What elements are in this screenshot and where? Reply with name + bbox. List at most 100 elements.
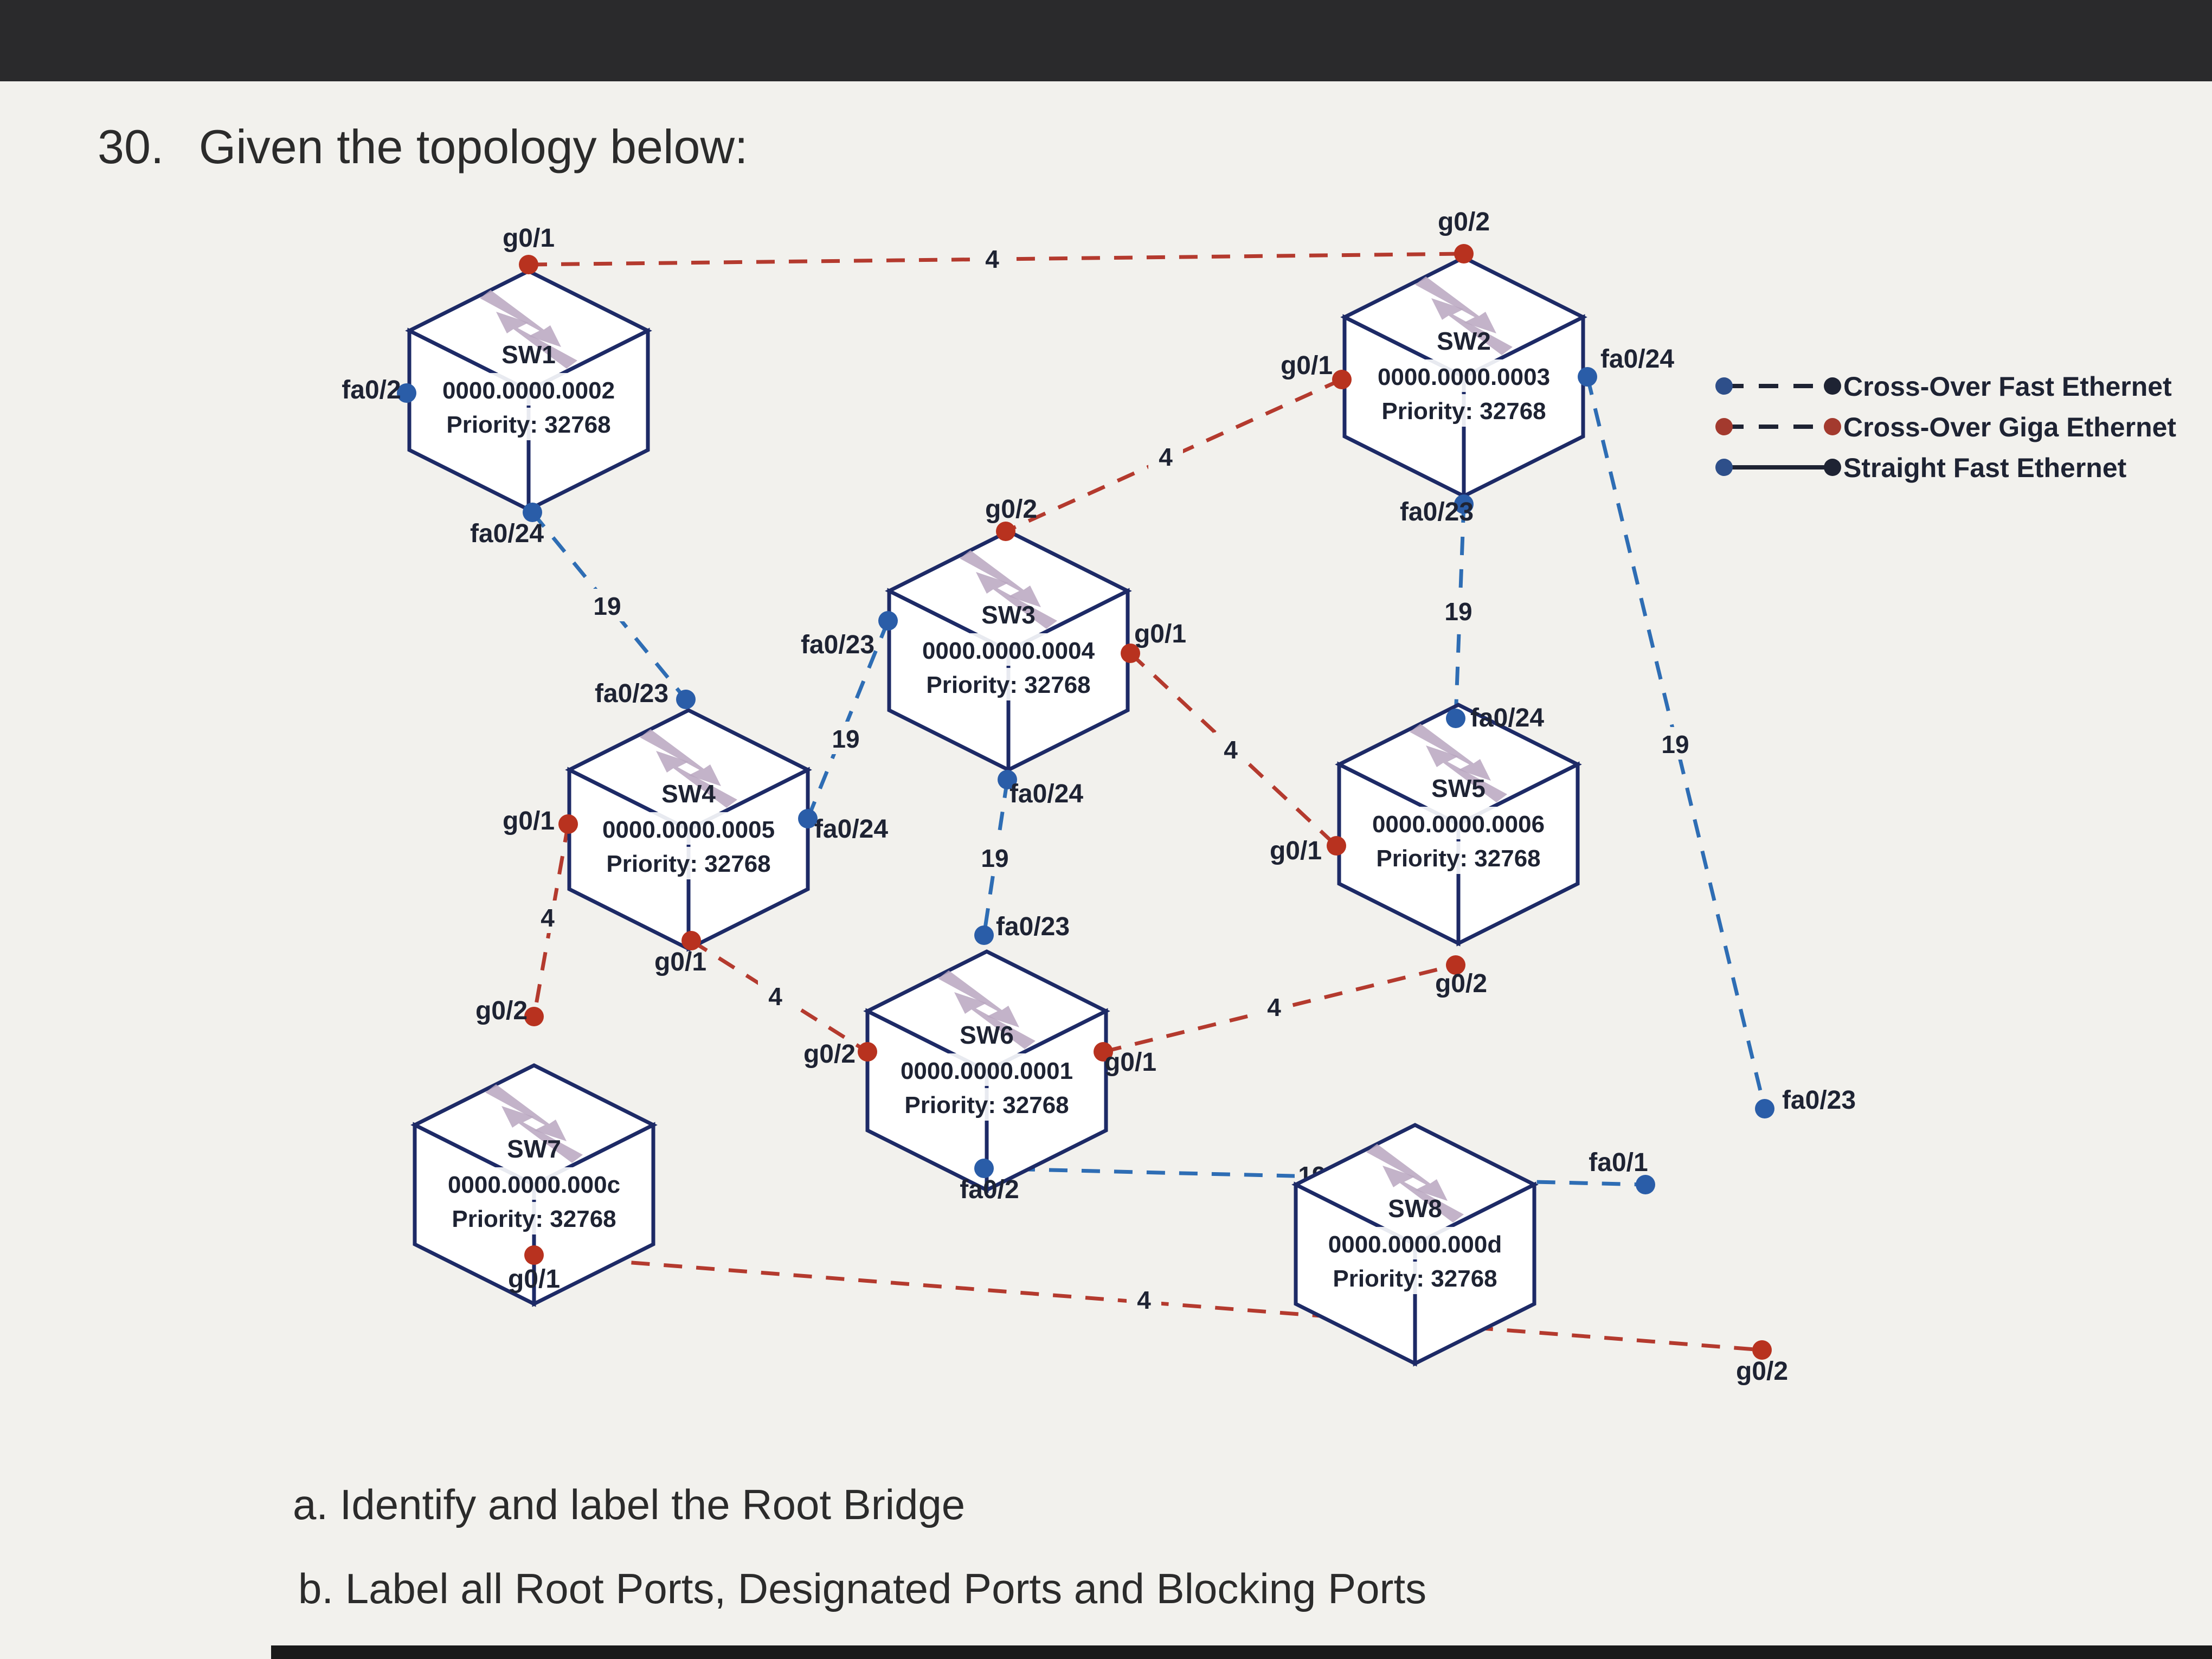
port-sw2-fa0-24[interactable]: fa0/24 [1578, 345, 1674, 387]
port-sw2-g0-2[interactable]: g0/2 [1438, 208, 1490, 263]
port-sw3-fa0-24[interactable]: fa0/24 [998, 770, 1083, 808]
port-label: g0/2 [985, 495, 1037, 524]
link-cost-label: 4 [768, 982, 782, 1011]
port-dot [1636, 1175, 1655, 1194]
link-cost-label: 4 [1137, 1286, 1151, 1314]
switch-label-bg [914, 668, 1103, 700]
port-sw7-g0-2[interactable]: g0/2 [475, 996, 544, 1026]
switch-mac: 0000.0000.0006 [1372, 811, 1545, 838]
switch-mac: 0000.0000.0005 [602, 816, 775, 843]
port-sw4-fa0-23[interactable]: fa0/23 [595, 679, 696, 709]
port-sw1-fa0-2[interactable]: fa0/2 [342, 376, 416, 404]
switch-name: SW4 [661, 780, 716, 808]
port-label: fa0/2 [342, 376, 401, 404]
port-sw2-fa0-23[interactable]: fa0/23 [1400, 494, 1474, 526]
port-sw1-g0-1[interactable]: g0/1 [503, 224, 555, 274]
links-layer: 4194191919419444194 [528, 242, 1767, 1352]
port-sw3-fa0-23[interactable]: fa0/23 [801, 611, 898, 659]
switch-priority: Priority: 32768 [926, 672, 1090, 698]
link-cost-label: 19 [593, 592, 621, 620]
port-sw8-g0-2[interactable]: g0/2 [1736, 1340, 1788, 1386]
cost-label-bg [1213, 732, 1248, 765]
question-heading: 30. Given the topology below: [98, 119, 748, 175]
port-dot [1121, 644, 1140, 663]
instruction-a: a. Identify and label the Root Bridge [293, 1481, 966, 1528]
port-dot [798, 809, 818, 828]
port-sw3-g0-1[interactable]: g0/1 [1121, 620, 1186, 663]
port-sw5-fa0-24[interactable]: fa0/24 [1446, 704, 1544, 732]
port-label: g0/1 [654, 948, 706, 976]
port-dot [397, 383, 416, 403]
port-sw2-g0-1[interactable]: g0/1 [1281, 351, 1352, 389]
port-sw6-g0-1[interactable]: g0/1 [1094, 1042, 1156, 1077]
instruction-b: b. Label all Root Ports, Designated Port… [298, 1565, 1427, 1612]
port-sw6-fa0-2[interactable]: fa0/2 [960, 1159, 1019, 1204]
port-label: g0/1 [1270, 837, 1322, 865]
port-dot [681, 931, 701, 950]
port-label: fa0/23 [1400, 498, 1474, 526]
cost-label-bg [1148, 440, 1183, 472]
link-cost-label: 4 [985, 245, 999, 273]
cost-label-bg [975, 242, 1009, 274]
question-number: 30. [98, 120, 164, 173]
switch-mac: 0000.0000.000c [448, 1172, 620, 1198]
switch-label-bg [439, 1202, 629, 1234]
top-dark-border [0, 0, 2212, 81]
port-sw5-g0-2[interactable]: g0/2 [1435, 955, 1487, 998]
port-sw1-fa0-24[interactable]: fa0/24 [470, 503, 544, 548]
port-sw6-g0-2[interactable]: g0/2 [803, 1040, 877, 1069]
port-sw5-g0-1[interactable]: g0/1 [1270, 836, 1346, 865]
port-dot [1578, 367, 1597, 387]
legend-label-straight-fast: Straight Fast Ethernet [1843, 453, 2127, 483]
port-sw4-fa0-24[interactable]: fa0/24 [798, 809, 888, 844]
port-sw4-g0-1[interactable]: g0/1 [654, 931, 706, 976]
switch-mac: 0000.0000.0004 [922, 638, 1095, 664]
link-sw2-sw5: 19 [1441, 504, 1476, 719]
link-cost-label: 4 [1224, 736, 1238, 764]
switch-label-bg [892, 1088, 1082, 1121]
port-label: g0/2 [1438, 208, 1490, 236]
switch-mac: 0000.0000.0003 [1378, 364, 1550, 390]
switch-label-bg [1320, 1262, 1510, 1294]
cost-label-bg [1127, 1283, 1161, 1315]
link-line [1585, 376, 1767, 1109]
port-sw8-fa0-1[interactable]: fa0/1 [1589, 1148, 1655, 1194]
link-cost-label: 4 [1159, 443, 1173, 471]
port-sw3-g0-2[interactable]: g0/2 [985, 495, 1037, 541]
port-label: fa0/24 [470, 519, 544, 548]
switch-label-bg [434, 373, 623, 406]
port-dot [858, 1042, 877, 1062]
port-dot [974, 1159, 994, 1178]
switch-name: SW5 [1431, 774, 1486, 802]
cost-label-bg [828, 722, 863, 754]
port-label: g0/2 [1736, 1357, 1788, 1386]
port-label: g0/1 [1134, 620, 1186, 648]
switch-name: SW7 [507, 1135, 561, 1163]
port-sw8-fa0-23[interactable]: fa0/23 [1755, 1086, 1856, 1118]
port-sw7-g0-1[interactable]: g0/1 [508, 1245, 560, 1294]
port-sw6-fa0-23[interactable]: fa0/23 [974, 912, 1070, 945]
port-dot [1454, 494, 1474, 514]
link-sw3-sw5: 4 [1129, 652, 1338, 847]
port-label: g0/1 [508, 1265, 560, 1294]
cost-label-bg [758, 979, 793, 1012]
link-cost-label: 4 [541, 904, 555, 932]
switch-label-bg [594, 812, 783, 845]
link-sw3-sw6: 19 [978, 779, 1012, 936]
link-line [1103, 963, 1456, 1054]
link-sw4-sw6: 4 [690, 939, 869, 1053]
legend-label-fast-crossover: Cross-Over Fast Ethernet [1843, 371, 2172, 402]
switch-label-bg [1369, 359, 1559, 392]
port-dot [1327, 836, 1346, 856]
port-sw4-g0-1[interactable]: g0/1 [503, 807, 578, 835]
